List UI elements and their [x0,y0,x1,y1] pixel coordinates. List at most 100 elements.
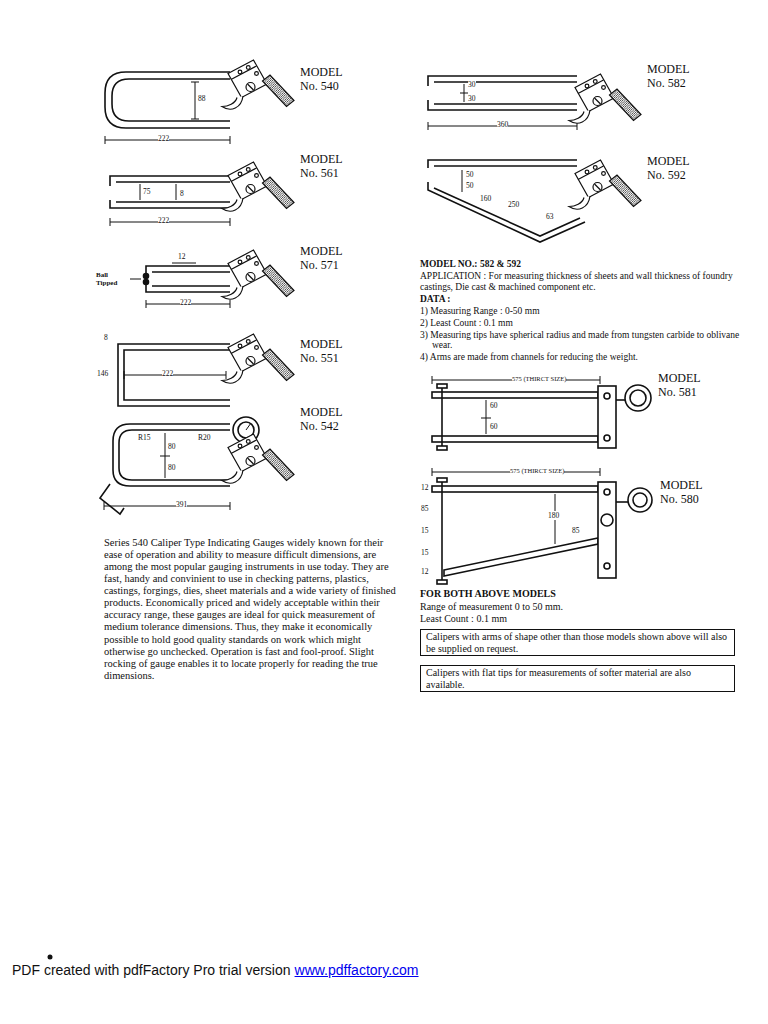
dimension-label: 50 [466,170,474,179]
dimension-label: 15 [421,549,429,558]
caliper-542 [100,417,294,514]
dimension-label: 85 [421,505,429,514]
model-label: MODEL No. 571 [300,245,356,273]
data-item: 2) Least Count : 0.1 mm [420,318,735,329]
dimension-label: 12 [178,252,186,261]
model-label: MODEL No. 582 [647,63,703,91]
caliper-540 [105,60,294,144]
dimension-label: 63 [546,213,554,222]
dimension-label: 180 [548,512,559,521]
dimension-label: 180 [548,511,559,520]
footer-text: PDF created with pdfFactory Pro trial ve… [12,962,291,978]
dimension-label: 222 [158,216,169,225]
caliper-580 [432,468,652,584]
caliper-551 [118,334,294,406]
dimension-label: 75 [143,188,151,197]
dimension-label: 575 (THIRCT SIZE) [512,375,566,382]
dimension-label: 12 [421,483,429,492]
note-text: Calipers with flat tips for measurements… [426,667,729,690]
dimension-label: 222 [158,135,169,144]
dimension-label: 80 [168,443,176,452]
dimension-label: 15 [421,548,429,557]
caliper-561 [110,162,294,226]
dimension-label: 575 (THIRCT SIZE) [510,467,564,474]
model-label: MODEL No. 580 [660,479,716,507]
model-label: MODEL No. 540 [300,66,356,94]
dimension-label: 60 [490,401,498,410]
dimension-label: R20 [198,433,211,442]
application-text: APPLICATION : For measuring thickness of… [420,271,735,293]
dimension-label: 222 [162,370,173,379]
dimension-label: 8 [104,334,108,343]
data-item: 1) Measuring Range : 0-50 mm [420,306,735,317]
dimension-label: 63 [546,212,554,221]
model-label: MODEL No. 551 [300,338,356,366]
dimension-label: 360 [497,120,508,129]
callout-text: Ball Tipped [96,271,128,287]
dimension-label: 50 [466,171,474,180]
model-label: MODEL No. 542 [300,406,356,434]
dimension-label: R15 [138,434,151,443]
callout-text: Ball Tipped [96,271,128,287]
dimension-label: R20 [198,434,211,443]
spec-text: Range of measurement 0 to 50 mm. [420,601,735,613]
spec-text: Least Count : 0.1 mm [420,613,735,625]
dimension-label: 8 [180,189,184,198]
dimension-label: 146 [97,370,108,379]
dimension-label: 30 [468,95,476,104]
dimension-label: 30 [468,81,476,90]
model-label: MODEL No. 582 [647,63,703,91]
note-box: Calipers with flat tips for measurements… [420,665,735,692]
description-paragraph: Series 540 Caliper Type Indicating Gauge… [104,537,396,682]
dimension-label: 80 [168,464,176,473]
dimension-label: 222 [162,369,173,378]
dimension-label: 30 [468,80,476,89]
data-item: 4) Arms are made from channels for reduc… [420,352,735,363]
section-heading: FOR BOTH ABOVE MODELS [420,588,735,600]
dimension-label: 160 [480,194,491,203]
section-heading: FOR BOTH ABOVE MODELS [420,588,735,600]
dimension-label: 391 [176,501,187,510]
model-label: MODEL No. 540 [300,66,356,94]
dimension-label: 50 [466,181,474,190]
caliper-592 [428,160,641,242]
model-label: MODEL No. 551 [300,338,356,366]
data-item: 4) Arms are made from channels for reduc… [420,352,735,363]
data-item: 3) Measuring tips have spherical radius … [432,330,747,352]
model-label: MODEL No. 580 [660,479,716,507]
model-label: MODEL No. 561 [300,153,356,181]
note-text: Calipers with arms of shape other than t… [426,631,729,654]
dimension-label: 222 [158,217,169,226]
model-label: MODEL No. 571 [300,245,356,273]
model-label: MODEL No. 581 [658,372,714,400]
dimension-label: 88 [198,95,206,104]
dimension-label: 85 [421,504,429,513]
bullet-dot [48,955,53,960]
dimension-label: 222 [158,134,169,143]
dimension-label: 222 [180,299,191,308]
dimension-label: 222 [180,298,191,307]
dimension-label: 391 [176,500,187,509]
caliper-582 [428,74,641,130]
dimension-label: 575 (THIRCT SIZE) [510,467,564,474]
application-text: APPLICATION : For measuring thickness of… [420,271,735,293]
note-box: Calipers with arms of shape other than t… [420,629,735,656]
model-label: MODEL No. 581 [658,372,714,400]
model-label: MODEL No. 592 [647,155,703,183]
dimension-label: 8 [104,333,108,342]
spec-text: Range of measurement 0 to 50 mm. [420,601,735,613]
description-paragraph: Series 540 Caliper Type Indicating Gauge… [104,537,396,682]
dimension-label: 60 [490,423,498,432]
dimension-label: 12 [421,484,429,493]
dimension-label: 250 [508,201,519,210]
model-label: MODEL No. 561 [300,153,356,181]
dimension-label: 12 [178,253,186,262]
model-label: MODEL No. 542 [300,406,356,434]
dimension-label: 12 [421,568,429,577]
data-item: 1) Measuring Range : 0-50 mm [420,306,735,317]
data-item: 3) Measuring tips have spherical radius … [420,330,747,352]
dimension-label: 15 [421,527,429,536]
